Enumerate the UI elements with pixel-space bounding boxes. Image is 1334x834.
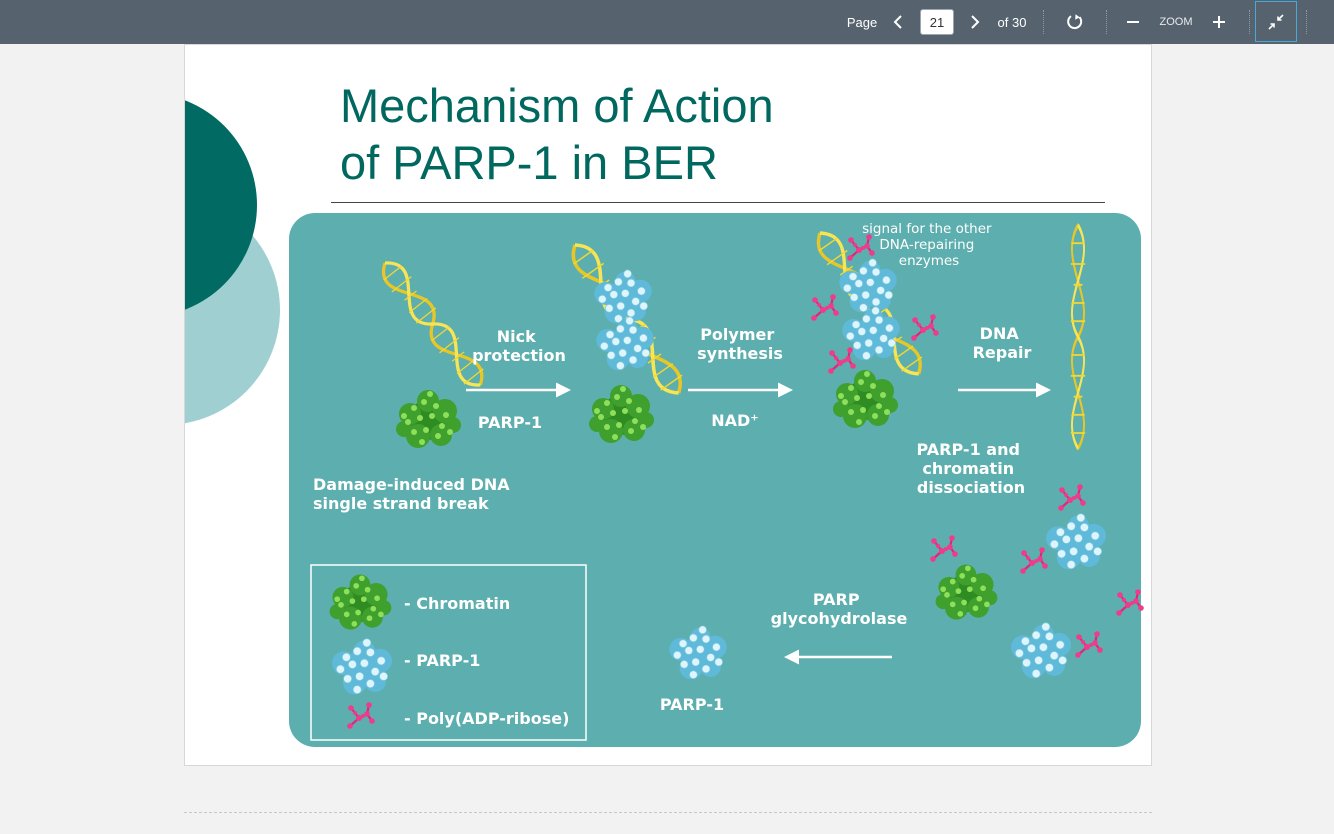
dissociation-label: PARP-1 and chromatin dissociation <box>917 440 1026 497</box>
diagram-panel <box>289 213 1141 747</box>
toolbar-divider <box>1249 10 1250 34</box>
slide-title-line-2: of PARP-1 in BER <box>340 136 718 189</box>
collapse-icon <box>1268 13 1284 30</box>
rotate-icon <box>1067 14 1083 30</box>
prev-page-button[interactable] <box>886 0 910 44</box>
chevron-left-icon <box>893 15 902 29</box>
viewer-toolbar: Page of 30 ZOOM <box>0 0 1334 44</box>
toolbar-divider <box>1306 10 1307 34</box>
signal-label-line: enzymes <box>899 253 959 269</box>
dna-repair-label: DNA Repair <box>973 324 1032 362</box>
dna-repair-line: DNA <box>980 324 1020 343</box>
signal-label-line: DNA-repairing <box>879 237 974 253</box>
nick-protection-line: Nick <box>497 327 536 346</box>
nick-protection-line: protection <box>472 346 566 365</box>
dissociation-line: chromatin <box>922 459 1014 478</box>
exit-fullscreen-button[interactable] <box>1255 1 1297 42</box>
slide-title: Mechanism of Action of PARP-1 in BER <box>340 77 774 191</box>
signal-label: signal for the other DNA-repairing enzym… <box>862 221 996 269</box>
minus-icon <box>1127 21 1139 23</box>
legend-chromatin-label: - Chromatin <box>404 594 510 613</box>
legend-poly-label: - Poly(ADP-ribose) <box>404 709 569 728</box>
slide-title-line-1: Mechanism of Action <box>340 79 774 132</box>
toolbar-divider <box>1106 10 1107 34</box>
plus-icon <box>1213 16 1225 28</box>
rotate-button[interactable] <box>1063 0 1087 44</box>
glycohydrolase-line: PARP <box>813 590 860 609</box>
damage-line: single strand break <box>313 494 489 513</box>
polymer-synthesis-line: Polymer <box>700 325 774 344</box>
glycohydrolase-line: glycohydrolase <box>771 609 908 628</box>
polymer-synthesis-line: synthesis <box>697 344 783 363</box>
signal-label-line: signal for the other <box>862 221 992 237</box>
page-total: of 30 <box>997 14 1027 30</box>
title-underline <box>331 202 1105 203</box>
chevron-right-icon <box>971 15 980 29</box>
page-number-input[interactable] <box>920 9 954 35</box>
nick-protection-label: Nick protection <box>472 327 566 365</box>
page-label: Page <box>846 14 878 30</box>
damage-line: Damage-induced DNA <box>313 475 510 494</box>
zoom-out-button[interactable] <box>1124 0 1142 44</box>
dna-repair-line: Repair <box>973 343 1032 362</box>
parp1-label: PARP-1 <box>478 413 542 432</box>
slide-page: Mechanism of Action of PARP-1 in BER <box>184 44 1152 766</box>
zoom-label: ZOOM <box>1159 16 1193 28</box>
damage-label: Damage-induced DNA single strand break <box>313 475 515 513</box>
polymer-synthesis-label: Polymer synthesis <box>697 325 783 363</box>
nad-label: NAD⁺ <box>711 411 759 430</box>
dissociation-line: dissociation <box>917 478 1025 497</box>
toolbar-divider <box>1043 10 1044 34</box>
parp-mechanism-diagram: signal for the other DNA-repairing enzym… <box>185 100 1145 747</box>
next-page-button[interactable] <box>963 0 987 44</box>
glycohydrolase-label: PARP glycohydrolase <box>771 590 908 628</box>
zoom-in-button[interactable] <box>1210 0 1228 44</box>
parp1-free-label: PARP-1 <box>660 695 724 714</box>
page-separator <box>184 812 1152 813</box>
decorative-circle-dark <box>185 100 257 310</box>
dissociation-line: PARP-1 and <box>917 440 1020 459</box>
legend-box <box>310 564 587 741</box>
legend-parp1-label: - PARP-1 <box>404 651 480 670</box>
